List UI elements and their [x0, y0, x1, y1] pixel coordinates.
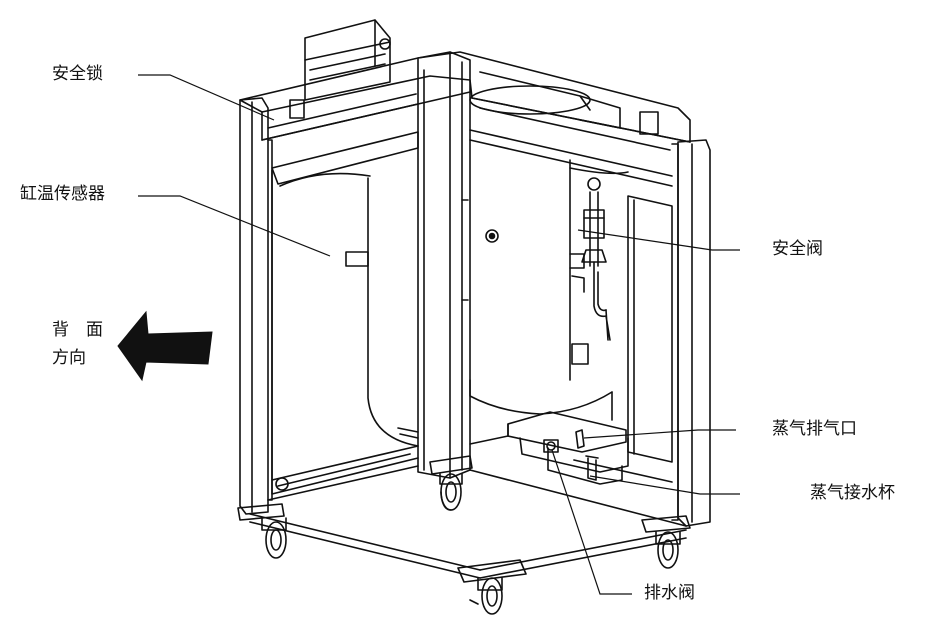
label-tank-temp-sensor: 缸温传感器	[20, 184, 105, 204]
caster-front-bottom	[457, 559, 527, 615]
center-post	[417, 51, 471, 479]
left-post	[239, 97, 273, 515]
leader-safety-lock	[138, 74, 275, 121]
tank-left	[279, 172, 419, 447]
leader-safety-valve	[577, 229, 740, 251]
leader-steam-vent	[583, 429, 736, 439]
left-panel	[271, 131, 419, 495]
caster-front-center	[429, 455, 473, 511]
label-safety-lock: 安全锁	[52, 64, 103, 84]
label-steam-water-cup: 蒸气接水杯	[810, 483, 895, 503]
leader-steam-water-cup	[589, 475, 740, 495]
callout-lines	[138, 74, 740, 595]
label-steam-vent: 蒸气排气口	[772, 419, 857, 439]
label-drain-valve: 排水阀	[644, 583, 695, 603]
right-internals	[469, 129, 673, 483]
label-back-direction-2: 方向	[52, 348, 86, 368]
label-back-direction-1: 背 面	[52, 320, 103, 340]
leader-drain-valve	[551, 449, 632, 595]
right-post	[671, 139, 711, 527]
base-frame	[249, 465, 687, 579]
steam-cup-assembly	[469, 411, 629, 485]
arrow-left-icon	[117, 310, 213, 382]
top-frame	[239, 19, 691, 151]
caster-back-right	[641, 515, 691, 569]
label-safety-valve: 安全阀	[772, 239, 823, 259]
caster-back-left	[237, 503, 287, 559]
leader-tank-temp-sensor	[138, 195, 331, 257]
